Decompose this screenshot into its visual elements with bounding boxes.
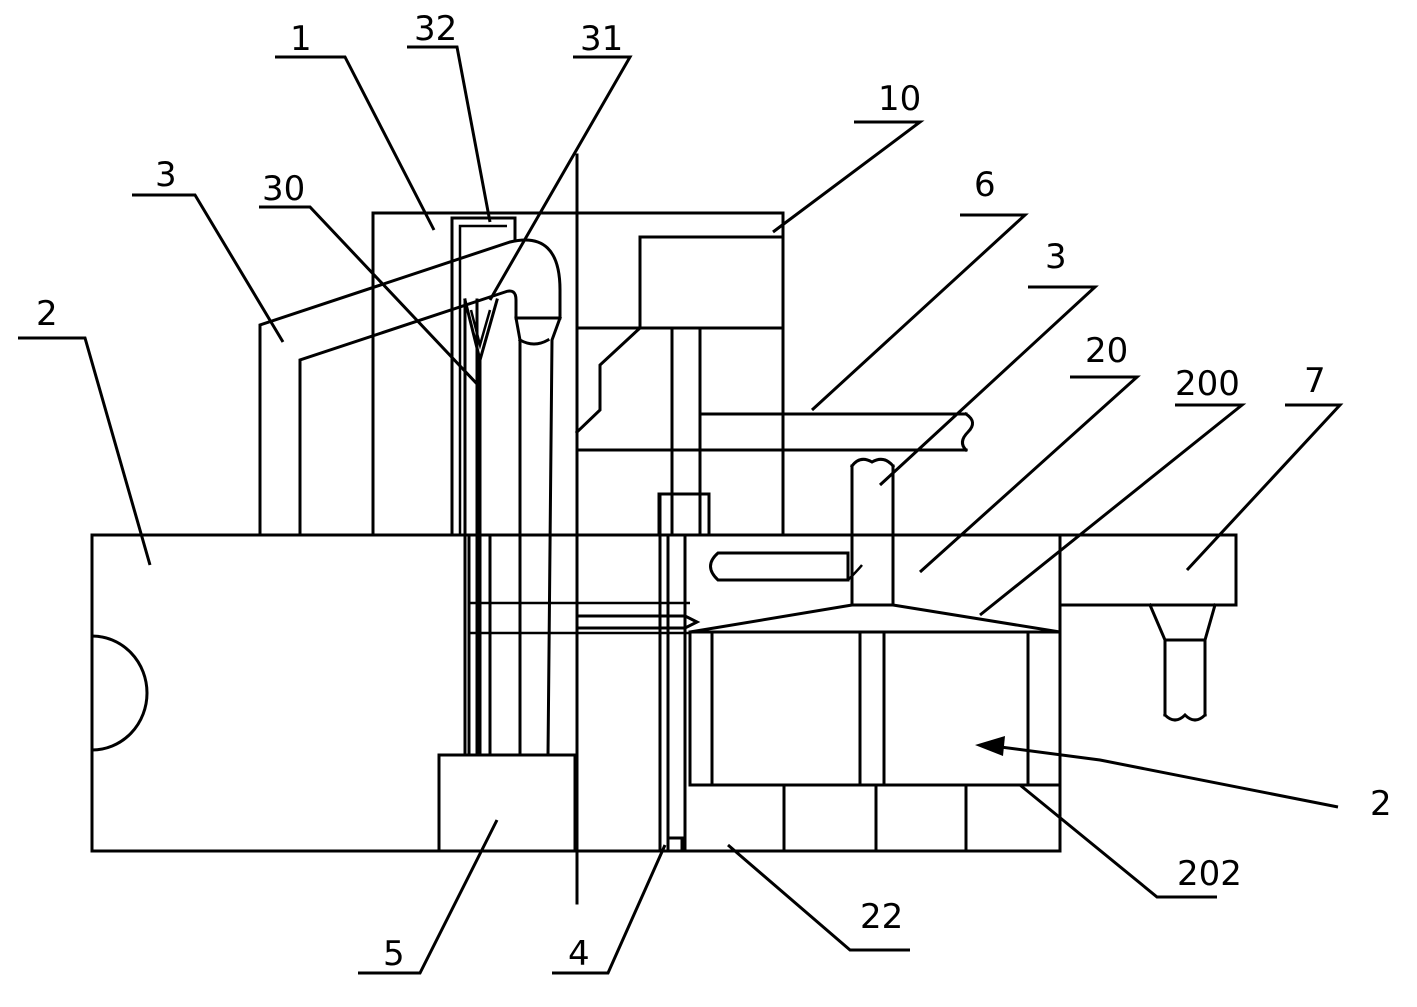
column-4: [658, 492, 687, 853]
label-5: 5: [383, 934, 405, 974]
label-32: 32: [414, 9, 457, 49]
label-22: 22: [860, 897, 903, 937]
block-5: [437, 753, 577, 853]
label-30: 30: [262, 169, 305, 209]
label-3-right: 3: [1045, 237, 1067, 277]
pipe-3-right: [849, 457, 896, 607]
roof-200: [689, 603, 1061, 634]
label-31: 31: [580, 19, 623, 59]
slot-hook: [847, 564, 863, 581]
pipe-6: [698, 411, 974, 453]
attachment-7: [1058, 533, 1238, 722]
slot: [709, 551, 850, 582]
arrow-head: [975, 736, 1005, 756]
label-202: 202: [1177, 854, 1242, 894]
label-1: 1: [290, 19, 312, 59]
pipe-3-left: [258, 238, 562, 757]
label-10: 10: [878, 79, 921, 119]
upper-housing: [371, 211, 785, 537]
inner-tube: [450, 216, 517, 757]
label-20: 20: [1085, 331, 1128, 371]
label-3-left: 3: [155, 155, 177, 195]
label-4: 4: [568, 934, 590, 974]
chamber-right: [688, 630, 1062, 853]
labels: 1 32 31 10 3 30 6 3 2 20 200 7 2 202 22 …: [36, 9, 1392, 974]
label-2-right: 2: [1370, 784, 1392, 824]
label-2-left: 2: [36, 294, 58, 334]
label-6: 6: [974, 165, 996, 205]
leader-lines: [18, 45, 1344, 975]
side-opening: [90, 634, 149, 752]
label-200: 200: [1175, 364, 1240, 404]
label-7: 7: [1304, 361, 1326, 401]
horizontal-pin: [575, 613, 701, 631]
